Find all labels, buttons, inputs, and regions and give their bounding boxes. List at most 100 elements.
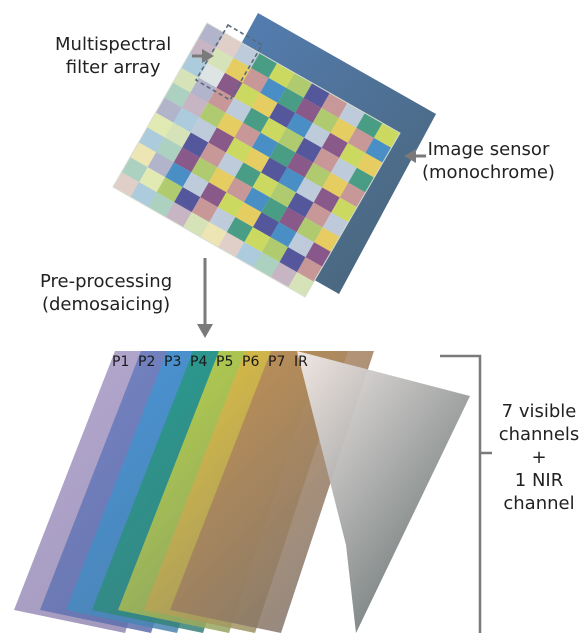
filter-cell — [225, 57, 252, 83]
filter-cell — [181, 92, 208, 118]
filter-cell — [199, 102, 226, 128]
filter-cell — [156, 137, 183, 163]
filter-cell — [226, 177, 253, 203]
preprocessing-label-line1: Pre-processing — [40, 271, 173, 292]
filter-cell — [268, 63, 295, 88]
filter-cell — [218, 232, 245, 257]
filter-cell — [321, 93, 348, 118]
summary-line-3: + — [531, 447, 547, 468]
filter-cell — [243, 107, 270, 133]
filter-cell — [198, 23, 225, 48]
filter-cell — [191, 157, 218, 183]
filter-cell — [314, 227, 341, 253]
filter-cell — [305, 242, 332, 268]
filter-cell — [226, 217, 253, 243]
filter-cell — [181, 52, 208, 78]
filter-cell — [260, 77, 287, 103]
filter-cell — [174, 187, 201, 213]
filter-cell — [235, 242, 262, 267]
filter-cell — [305, 202, 332, 228]
filter-cell — [365, 137, 392, 163]
filter-cell — [296, 177, 323, 203]
filter-cell — [269, 142, 296, 168]
filter-cell — [207, 87, 234, 113]
filter-cell — [260, 117, 287, 143]
filter-array-label: Multispectral filter array — [55, 33, 171, 79]
filter-cell — [313, 147, 340, 173]
filter-cell — [198, 62, 225, 88]
filter-superpixel-outline — [194, 23, 264, 102]
channel-label-p6: P6 — [242, 354, 259, 370]
filter-cell — [155, 97, 182, 123]
filter-cell — [251, 92, 278, 118]
filter-cell — [235, 202, 262, 228]
image-sensor-label: Image sensor (monochrome) — [422, 138, 555, 184]
filter-cell — [148, 192, 175, 217]
filter-array-label-line2: filter array — [65, 57, 161, 78]
filter-cell — [356, 152, 383, 178]
summary-line-2: channels — [498, 424, 580, 445]
filter-cell — [286, 112, 313, 138]
filter-cell — [270, 262, 297, 287]
channel-label-p4: P4 — [190, 354, 207, 370]
filter-cell — [304, 162, 331, 188]
filter-cell — [304, 122, 331, 148]
filter-cell — [147, 112, 174, 138]
filter-cell — [331, 197, 358, 223]
filter-cell — [348, 167, 375, 193]
channel-label-ir: IR — [294, 354, 308, 370]
preprocessing-label: Pre-processing (demosaicing) — [40, 270, 172, 316]
filter-cell — [338, 103, 365, 128]
filter-cell — [243, 187, 270, 213]
channel-layer-ir — [297, 351, 470, 633]
filter-cell — [356, 113, 383, 138]
filter-cell — [330, 157, 357, 183]
filter-cell — [182, 132, 209, 158]
filter-cell — [288, 272, 315, 297]
filter-cell — [279, 207, 306, 233]
filter-cell — [253, 252, 280, 277]
filter-cell — [216, 72, 243, 98]
filter-cell — [208, 167, 235, 193]
filter-cell — [278, 167, 305, 193]
filter-cell — [216, 33, 243, 58]
filter-cell — [322, 172, 349, 198]
filter-cell — [339, 182, 366, 208]
filter-cell — [130, 142, 157, 168]
filter-cell — [312, 107, 339, 133]
filter-cell — [130, 182, 157, 207]
filter-cell — [225, 97, 252, 123]
filter-cell — [261, 157, 288, 183]
filter-cell — [261, 237, 288, 263]
filter-cell — [295, 137, 322, 163]
filter-cell — [217, 152, 244, 178]
filter-cell — [165, 162, 192, 188]
filter-cell — [279, 247, 306, 273]
filter-cell — [322, 212, 349, 238]
filter-cell — [165, 202, 192, 227]
filter-cell — [183, 212, 210, 237]
filter-cell — [156, 177, 183, 203]
filter-cell — [209, 207, 236, 233]
filter-cell — [199, 142, 226, 168]
filter-cell — [173, 147, 200, 173]
channel-label-p1: P1 — [112, 354, 129, 370]
filter-cell — [313, 187, 340, 213]
filter-cell — [295, 97, 322, 123]
filter-cell — [200, 182, 227, 208]
filter-cell — [164, 82, 191, 108]
filter-cell — [252, 172, 279, 198]
filter-cell — [252, 132, 279, 158]
filter-cell — [190, 117, 217, 143]
filter-cell — [251, 53, 278, 78]
filter-cell — [277, 87, 304, 113]
summary-line-1: 7 visible — [501, 401, 577, 422]
summary-line-5: channel — [503, 493, 575, 514]
filter-cell — [261, 197, 288, 223]
image-sensor-label-line2: (monochrome) — [422, 162, 555, 183]
filter-cell — [182, 172, 209, 198]
filter-cell — [147, 152, 174, 178]
filter-cell — [330, 117, 357, 143]
